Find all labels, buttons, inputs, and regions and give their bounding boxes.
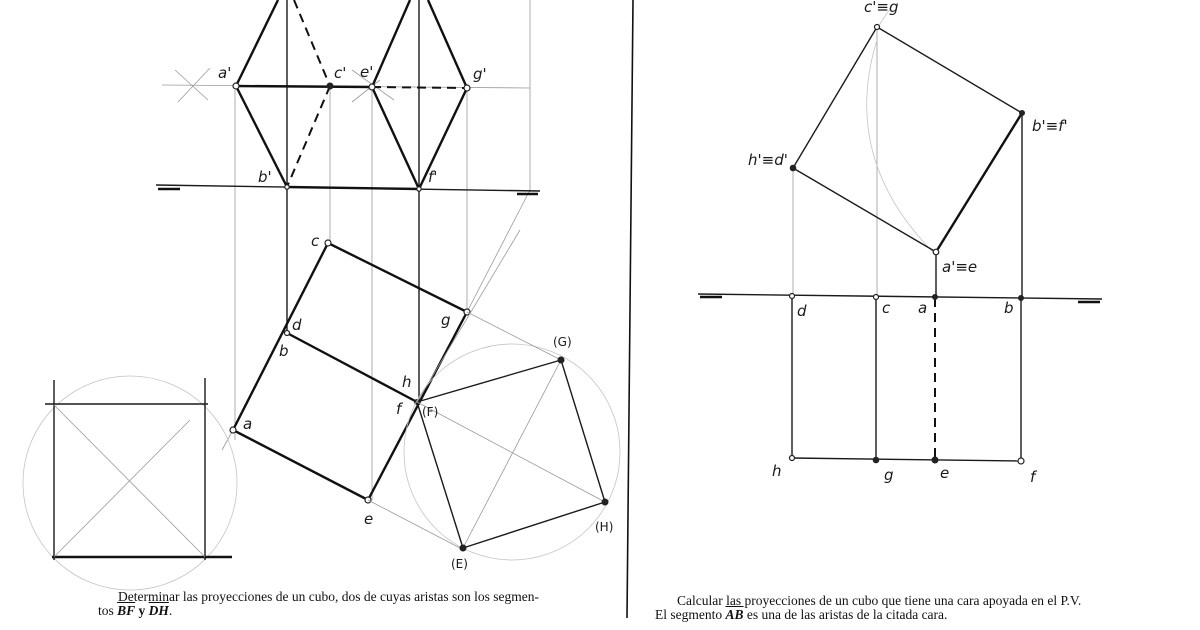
label-h-right: h [772, 462, 782, 480]
label-E-rabatted: (E) [451, 557, 468, 571]
label-e-prime: e' [360, 63, 373, 81]
label-c-right: c [882, 299, 891, 317]
left-caption-conj: y [135, 603, 149, 618]
label-b: b [279, 342, 289, 360]
right-caption-suffix: es una de las aristas de la citada cara. [743, 607, 948, 622]
right-caption-line1: Calcular las proyecciones de un cubo que… [677, 593, 1082, 608]
label-c-prime-g: c'≡g [864, 0, 898, 16]
label-f-prime: f' [428, 168, 437, 186]
segment-dh: DH [148, 603, 169, 618]
plan-view-right: d c a b h g e f [772, 292, 1038, 486]
label-a-prime: a' [218, 64, 231, 82]
right-caption-line2: El segmento AB es una de las aristas de … [655, 608, 1195, 622]
label-b-prime-f-prime: b'≡f' [1032, 117, 1068, 135]
label-a-right: a [918, 299, 927, 317]
elevation-view-right: c'≡g b'≡f' h'≡d' a'≡e [748, 0, 1068, 298]
segment-ab: AB [725, 607, 744, 622]
right-caption-prefix: El segmento [655, 607, 726, 622]
right-exercise-caption: Calcular las proyecciones de un cubo que… [655, 594, 1195, 622]
label-c: c [311, 232, 320, 250]
auxiliary-square [22, 375, 238, 591]
left-exercise-diagram: a' c' e' g' b' f' c d b g h f [22, 0, 621, 591]
label-e-right: e [940, 464, 949, 482]
label-e: e [364, 510, 373, 528]
label-g: g [441, 311, 451, 329]
label-G-rabatted: (G) [553, 335, 572, 349]
label-a-prime-e: a'≡e [942, 258, 977, 276]
left-caption-prefix: tos [98, 603, 118, 618]
label-H-rabatted: (H) [595, 520, 613, 534]
label-a: a [243, 415, 252, 433]
label-f-right: f [1030, 468, 1038, 486]
page-divider-line [626, 0, 634, 619]
rabatment-construction: (F) (G) (H) (E) [367, 229, 621, 571]
left-caption-end: . [168, 603, 173, 618]
label-d: d [292, 316, 302, 334]
label-F-rabatted: (F) [422, 405, 438, 419]
label-g-prime: g' [473, 65, 487, 83]
left-caption-line2: tos BF y DH. [98, 604, 618, 618]
label-b-prime: b' [258, 168, 272, 186]
label-g-right: g [884, 466, 894, 484]
elevation-view: a' c' e' g' b' f' [218, 0, 487, 405]
left-exercise-caption: Determinar las proyecciones de un cubo, … [98, 590, 618, 618]
left-caption-line1: Determinar las proyecciones de un cubo, … [118, 589, 540, 604]
label-c-prime: c' [334, 64, 346, 82]
plan-view: c d b g h f a e [221, 232, 471, 528]
label-d-right: d [797, 302, 807, 320]
label-h: h [402, 373, 412, 391]
label-h-prime-d-prime: h'≡d' [748, 151, 788, 169]
right-exercise-diagram: c'≡g b'≡f' h'≡d' a'≡e d c a b [697, 0, 1103, 486]
label-f: f [396, 400, 404, 418]
label-b-right: b [1004, 299, 1014, 317]
segment-bf: BF [117, 603, 136, 618]
